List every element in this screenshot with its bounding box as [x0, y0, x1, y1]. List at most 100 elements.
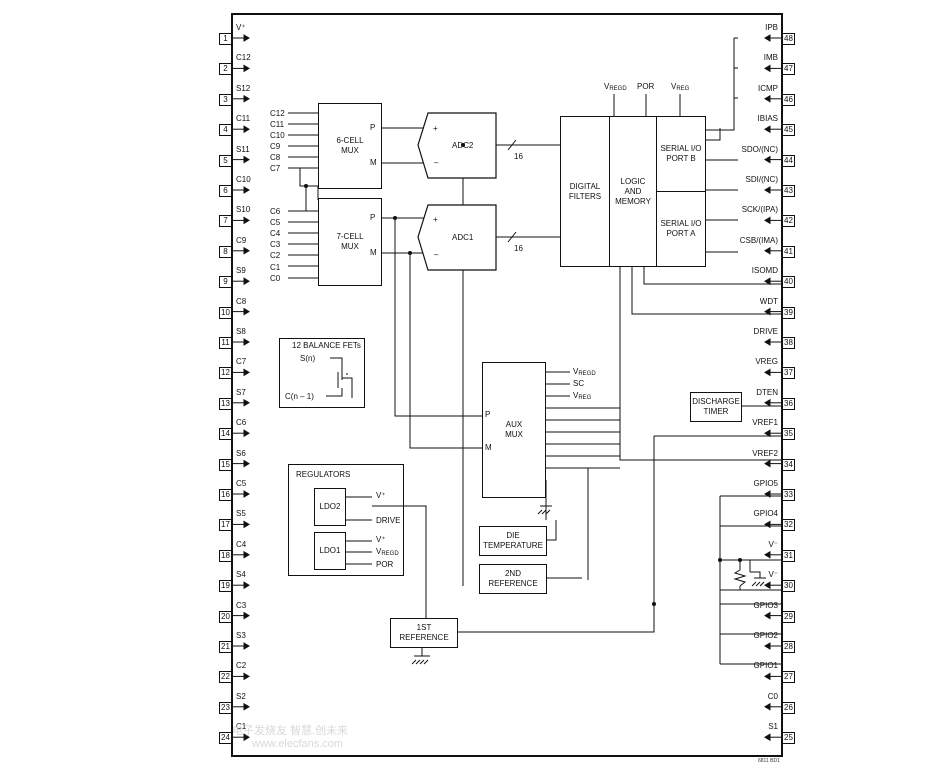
pin-4: 4 [219, 124, 232, 137]
pin-15: 15 [219, 458, 232, 471]
pin-arrow [764, 155, 771, 164]
pin-label-33: GPIO5 [753, 479, 778, 488]
watermark-line2: www.elecfans.com [252, 738, 344, 750]
pin-42: 42 [782, 215, 795, 228]
pin-22: 22 [219, 671, 232, 684]
pin-28: 28 [782, 641, 795, 653]
pin-label-28: GPIO2 [753, 631, 778, 640]
pin-arrow [764, 611, 771, 620]
pin-arrow [243, 338, 250, 346]
pin-label-44: SDO/(NC) [741, 144, 778, 154]
pin-40: 40 [782, 276, 795, 289]
aux-vregd-label: VREGD [573, 367, 596, 377]
digital-filters-block: DIGITAL FILTERS [560, 116, 610, 267]
pin-33: 33 [782, 489, 795, 501]
pin-3: 3 [219, 93, 232, 106]
pin-label-24: C1 [236, 722, 247, 732]
pin-label-46: ICMP [758, 83, 778, 93]
pin-label-32: GPIO4 [753, 509, 778, 519]
top-vregd-label: VREGD [604, 82, 627, 92]
top-vreg-label: VREG [671, 82, 690, 92]
pin-13: 13 [219, 397, 232, 410]
regulators-frame [288, 464, 404, 576]
pin-label-10: C8 [236, 296, 247, 306]
mux-input-label: C9 [270, 142, 281, 151]
pin-1: 1 [219, 33, 232, 45]
pin-arrow [243, 186, 250, 194]
pin-label-26: C0 [767, 691, 778, 701]
pin-arrow [243, 94, 250, 103]
aux-mux-p-label: P [485, 410, 491, 419]
discharge-timer-block: DISCHARGE TIMER [690, 392, 742, 422]
pin-arrow [764, 216, 771, 225]
die-temperature-block: DIE TEMPERATURE [479, 526, 547, 556]
pin-arrow [243, 672, 250, 681]
pin-36: 36 [782, 397, 795, 410]
pin-arrow [243, 307, 250, 316]
pin-label-45: IBIAS [757, 114, 778, 124]
pin-26: 26 [782, 701, 795, 714]
pin-arrow [764, 398, 771, 407]
pin-label-39: WDT [759, 296, 778, 306]
mux-input-label: C5 [270, 218, 281, 228]
pin-label-7: S10 [236, 205, 251, 215]
pin-label-25: S1 [768, 722, 778, 732]
pin-11: 11 [219, 337, 232, 349]
pin-arrow [764, 34, 771, 42]
mux-input-label: C4 [270, 229, 281, 239]
pin-label-37: VREG [755, 357, 778, 367]
pin-label-34: VREF2 [752, 448, 778, 458]
adc1-label: ADC1 [452, 233, 474, 242]
ldo1-por-label: POR [376, 560, 394, 569]
pin-arrow [764, 642, 771, 650]
junction-dots [304, 143, 742, 606]
mux6-block: 6-CELL MUX [318, 103, 382, 189]
pin-21: 21 [219, 641, 232, 653]
pin-35: 35 [782, 428, 795, 441]
top-por-label: POR [637, 82, 655, 91]
pin-label-11: S8 [236, 327, 246, 336]
figure-code: 6811 BD1 [758, 758, 780, 764]
pin-label-9: S9 [236, 266, 246, 276]
pin-arrow [764, 733, 771, 742]
pin-29: 29 [782, 610, 795, 623]
pin-5: 5 [219, 154, 232, 167]
adc1-plus: + [433, 215, 438, 224]
adc2-bits: 16 [514, 152, 523, 161]
mux6-p-label: P [370, 123, 376, 132]
aux-sc-label: SC [573, 379, 585, 388]
aux-mux-m-label: M [485, 443, 492, 452]
pin-label-36: DTEN [756, 387, 778, 397]
mux7-m-label: M [370, 248, 377, 257]
balance-fets-title: 12 BALANCE FETs [292, 341, 361, 350]
ldo1-vregd-label: VREGD [376, 547, 399, 557]
pin-label-30: V⁻ [768, 570, 778, 580]
pin-label-41: CSB/(IMA) [739, 235, 778, 245]
pin-arrow [764, 186, 771, 194]
pin-8: 8 [219, 245, 232, 258]
pin-arrow [243, 125, 250, 134]
pin-arrow [764, 94, 771, 103]
ldo1-block: LDO1 [314, 532, 346, 570]
pin-label-16: C5 [236, 479, 247, 488]
pin-31: 31 [782, 549, 795, 562]
pin-7: 7 [219, 215, 232, 228]
pin-label-22: C2 [236, 661, 247, 671]
pin-34: 34 [782, 458, 795, 471]
pin-arrow [243, 155, 250, 164]
adc1-bits: 16 [514, 244, 523, 253]
pin-label-12: C7 [236, 357, 247, 367]
pin-arrow [243, 277, 250, 286]
pin-arrow [243, 702, 250, 711]
pin-38: 38 [782, 337, 795, 349]
pin-23: 23 [219, 701, 232, 714]
pin-9: 9 [219, 276, 232, 289]
pin-label-48: IPB [765, 23, 778, 32]
pin-label-20: C3 [236, 600, 247, 610]
pin-41: 41 [782, 245, 795, 258]
mux-input-label: C11 [270, 120, 285, 129]
pin-label-42: SCK/(IPA) [741, 205, 778, 215]
pin-label-35: VREF1 [752, 418, 778, 428]
pin-arrow [764, 64, 771, 73]
